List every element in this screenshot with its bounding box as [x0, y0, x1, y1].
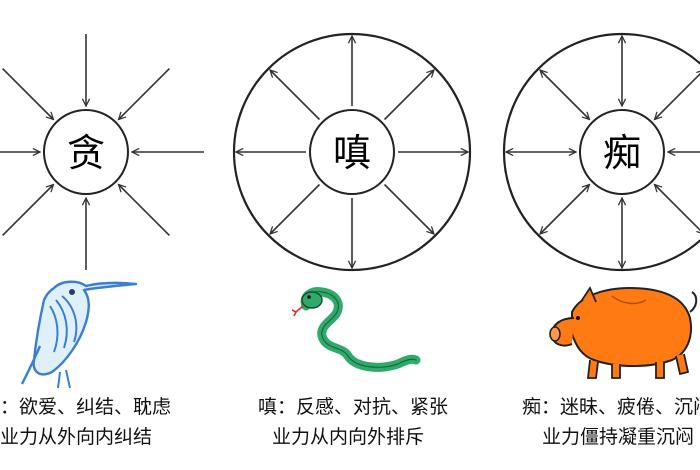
greed-desc: ：欲爱、纠结、耽虑 — [0, 396, 172, 418]
captions: ：欲爱、纠结、耽虑 业力从外向内纠结 嗔：反感、对抗、紧张 业力从内向外排斥 痴… — [0, 394, 700, 454]
anger-diagram: 嗔 — [232, 32, 472, 272]
anger-arrow-5 — [270, 70, 321, 121]
ignorance-diagram: 痴 — [502, 32, 700, 272]
ignorance-center-char: 痴 — [603, 131, 641, 175]
ignorance-arrow-7 — [655, 70, 700, 120]
greed-flow: 业力从外向内纠结 — [0, 426, 153, 448]
ignorance-double-arrows — [506, 36, 700, 268]
anger-desc: 嗔：反感、对抗、紧张 — [258, 396, 449, 418]
greed-arrow-7 — [119, 68, 170, 120]
anger-arrow-7 — [383, 70, 435, 121]
anger-center-char: 嗔 — [333, 131, 371, 175]
greed-arrow-1 — [119, 185, 170, 236]
ignorance-outer-circle — [502, 32, 700, 272]
ignorance-flow: 业力僵持凝重沉闷 — [542, 426, 695, 448]
greed-center-circle — [43, 109, 129, 195]
greed-inward-arrows — [0, 34, 204, 270]
greed-center-char: 贪 — [67, 131, 105, 175]
greed-diagram: 贪 — [0, 34, 204, 270]
anger-arrow-3 — [270, 183, 321, 235]
ignorance-center-circle — [579, 109, 665, 195]
anger-flow: 业力从内向外排斥 — [272, 426, 425, 448]
ignorance-arrow-1 — [655, 185, 700, 235]
anger-outer-circle — [232, 32, 472, 272]
greed-arrow-3 — [2, 185, 54, 236]
ignorance-desc: 痴：迷昧、疲倦、沉闷 — [522, 396, 700, 418]
greed-arrow-5 — [2, 68, 54, 120]
anger-outward-arrows — [236, 36, 468, 268]
anger-arrow-1 — [383, 183, 435, 235]
ignorance-arrow-5 — [540, 70, 590, 120]
kingfisher-icon — [20, 280, 138, 389]
snake-icon — [291, 287, 421, 372]
anger-center-circle — [309, 109, 395, 195]
pig-icon — [549, 286, 698, 379]
ignorance-arrow-3 — [540, 185, 590, 235]
